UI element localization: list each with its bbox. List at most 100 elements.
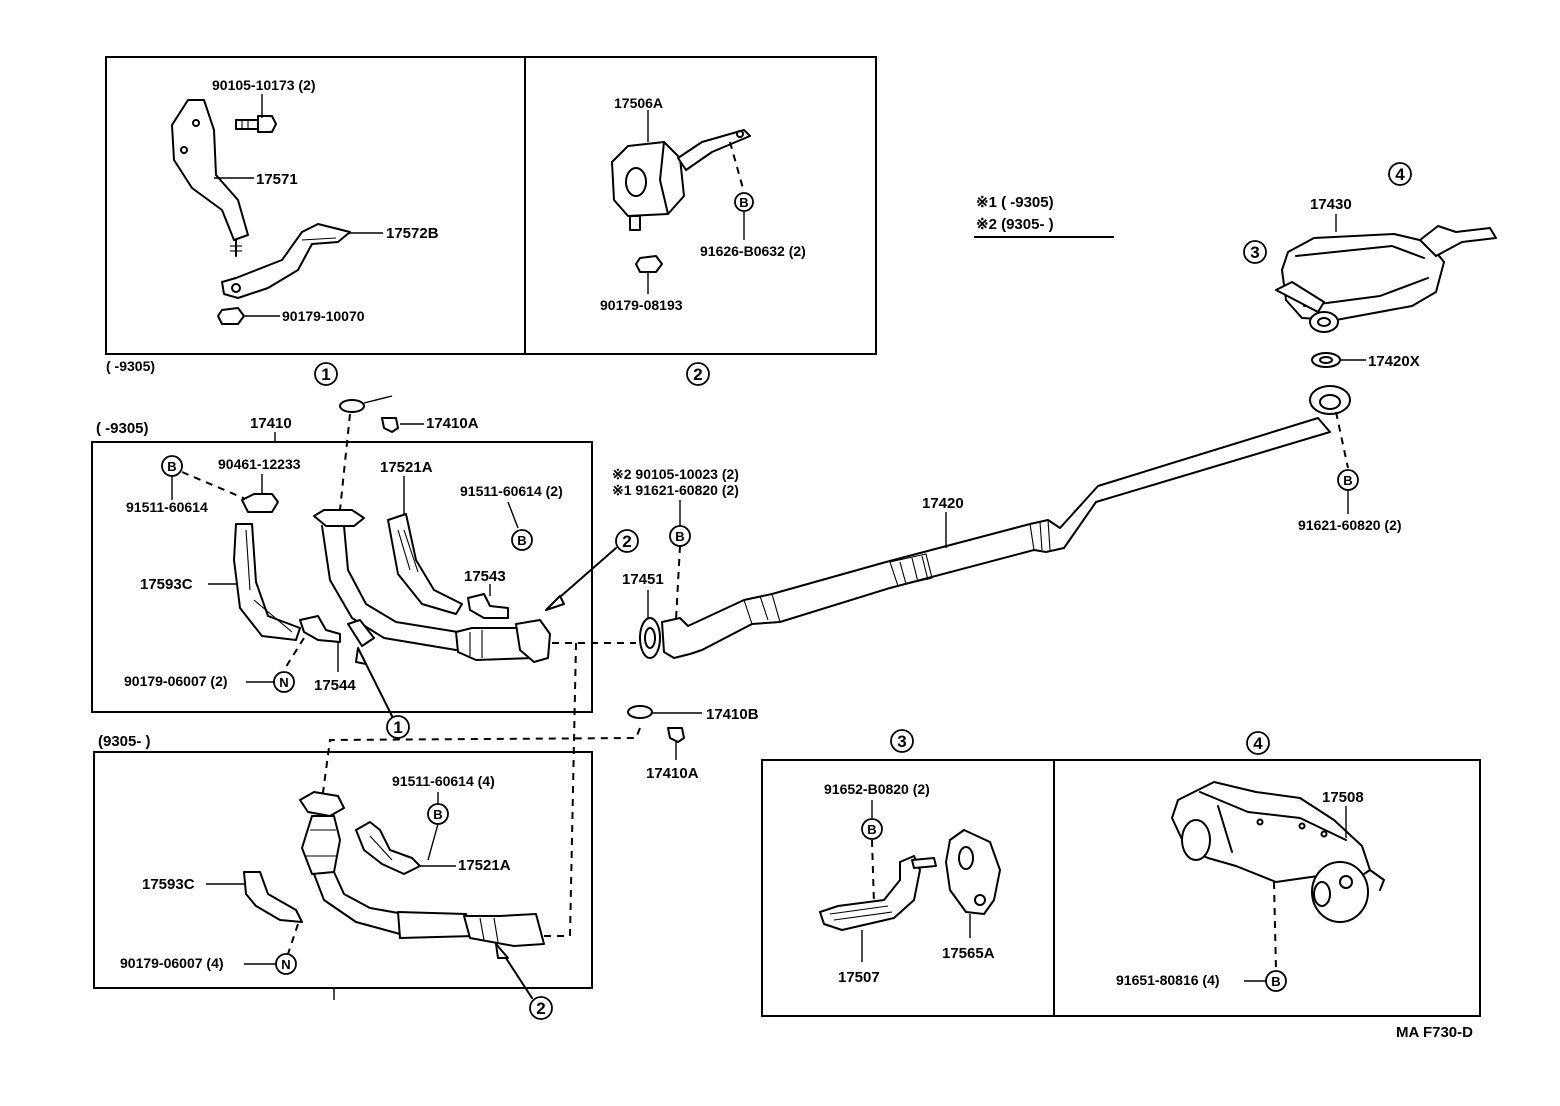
bolt-b-marker-upper [511,529,533,551]
callout-2-bottom-text: 2 [536,999,545,1018]
label-17508: 17508 [1322,789,1364,806]
callout-4-bottom-text: 4 [1253,734,1263,753]
callout-2-top [686,362,710,386]
label-90179-06007-2: 90179-06007 (2) [124,673,228,689]
label-17410b-mid: 17410B [706,706,759,723]
nut-n-upper-text: N [279,675,288,690]
label-91621-60820-front: ※1 91621-60820 (2) [612,482,739,498]
label-17410a-mid: 17410A [646,765,699,782]
label-17593c-upper: 17593C [140,576,193,593]
clamp-b-box3-text: B [867,822,876,837]
label-90461-12233: 90461-12233 [218,456,301,472]
bracket-17543-drawing [467,593,509,619]
nut-17410a-mid-drawing [667,727,685,743]
label-90179-10070: 90179-10070 [282,308,365,324]
label-17593c-lower: 17593C [142,876,195,893]
bolt-b-lower-text: B [433,807,442,822]
callout-4-bottom [1246,731,1270,755]
support-17506a-drawing [611,129,751,231]
gasket-17410b-upper-drawing [339,399,365,413]
label-91511-60614-2: 91511-60614 (2) [460,483,563,499]
label-90179-08193: 90179-08193 [600,297,683,313]
nut-90179-10070-drawing [217,307,245,325]
upper-assembly-frame [91,441,593,713]
label-17571: 17571 [256,171,298,188]
bottom-panel-frame [761,759,1481,1017]
stud-b-upper-text: B [167,459,176,474]
bracket-17572b-drawing [221,223,351,299]
label-91652-b0820: 91652-B0820 (2) [824,781,930,797]
upper-assembly-note: ( -9305) [96,420,149,437]
label-17410-upper: 17410 [250,415,292,432]
callout-2-bottom-arrow [501,951,533,999]
clamp-b-box4-text: B [1271,974,1280,989]
bracket-17571-drawing [171,99,249,257]
label-17521a-lower: 17521A [458,857,511,874]
callout-3-top [1243,240,1267,264]
bracket-17507-drawing [819,855,937,931]
label-17572b: 17572B [386,225,439,242]
insulator-17521a-lower-drawing [355,821,421,875]
callout-3-bottom-text: 3 [897,732,906,751]
label-90179-06007-4: 90179-06007 (4) [120,955,224,971]
legend: ※1 ( -9305) ※2 (9305- ) [974,194,1114,238]
label-90105-10023: ※2 90105-10023 (2) [612,466,739,482]
clamp-b-marker-box3 [861,818,883,840]
callout-2-mid [615,529,639,553]
gasket-17410b-mid-drawing [627,705,653,719]
callout-1-mid-text: 1 [393,718,402,737]
nut-17410a-upper-drawing [381,417,399,433]
label-17420x: 17420X [1368,353,1420,370]
label-91511-60614-4: 91511-60614 (4) [392,773,495,789]
label-91651-80816: 91651-80816 (4) [1116,972,1220,988]
clamp-b-box2-text: B [739,195,748,210]
callout-4-top-text: 4 [1395,165,1405,184]
bracket-17544-drawing [299,615,341,643]
hanger-17508-drawing [1171,781,1385,923]
box2-leaders [647,110,745,294]
callout-2-top-text: 2 [693,365,702,384]
clamp-b-marker-box2 [734,192,754,212]
center-pipe-17420-drawing [661,385,1351,659]
label-17543: 17543 [464,568,506,585]
muffler-17430-drawing [1275,225,1497,333]
box1-date-note: ( -9305) [106,358,155,374]
lower-assembly-note: (9305- ) [98,733,151,750]
callout-1-mid-arrow [361,655,393,717]
callout-3-top-text: 3 [1250,243,1259,262]
callout-1-top-text: 1 [321,365,330,384]
hanger-17565a-drawing [945,829,1001,915]
box1-leaders [214,94,383,317]
label-91511-60614-left: 91511-60614 [126,499,208,515]
label-17410a-upper: 17410A [426,415,479,432]
front-pipe-17410-upper-drawing [313,509,551,663]
callout-1-mid [386,715,410,739]
gasket-17420x-drawing [1311,352,1341,368]
bolt-90105-10173-drawing [235,115,277,133]
label-17430: 17430 [1310,196,1352,213]
nut-n-lower-text: N [281,957,290,972]
stay-17593c-lower-drawing [243,871,303,923]
callout-2-mid-text: 2 [622,532,631,551]
label-17420: 17420 [922,495,964,512]
label-17565a: 17565A [942,945,995,962]
label-91621-60820-rear: 91621-60820 (2) [1298,517,1402,533]
nut-90461-12233-drawing [241,493,279,513]
label-17544: 17544 [314,677,356,694]
callout-3-bottom [890,729,914,753]
bolt-b-upper-text: B [517,533,526,548]
label-17521a-upper: 17521A [380,459,433,476]
label-17451: 17451 [622,571,664,588]
callout-2-bottom [529,996,553,1020]
lower-assembly-frame [93,751,593,989]
callout-4-top [1388,162,1412,186]
top-bracket-panel [105,56,877,355]
stay-17593c-upper-drawing [233,523,301,641]
gasket-17451-drawing [639,617,661,659]
label-91626-b0632: 91626-B0632 (2) [700,243,806,259]
front-pipe-17410-lower-drawing [299,791,545,947]
legend-line-1: ※1 ( -9305) [976,194,1054,211]
label-90105-10173: 90105-10173 (2) [212,77,316,93]
bolt-b-center-text: B [675,529,684,544]
